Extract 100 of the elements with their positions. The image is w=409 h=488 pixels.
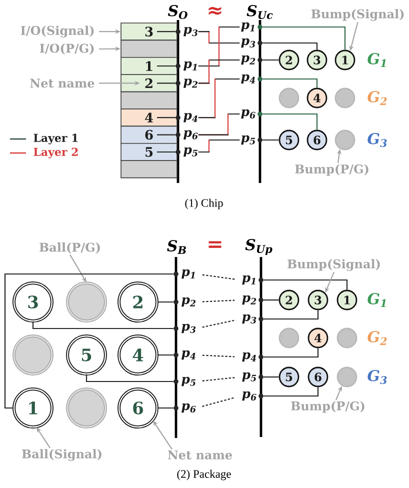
io-cell: 5 [120, 143, 178, 161]
routing-wire [198, 78, 240, 118]
wire [262, 26, 346, 50]
bump-circle [336, 328, 358, 348]
wire [32, 321, 174, 330]
pin-label: p$_{4}$ [242, 352, 256, 362]
wire [86, 374, 174, 382]
mapping-line [202, 377, 235, 382]
pin-label: p$_{2}$ [241, 55, 256, 65]
bump-circle [334, 88, 356, 108]
pin-label: p$_{6}$ [182, 403, 196, 413]
wire [157, 354, 174, 356]
wire [264, 299, 279, 301]
wire [264, 348, 319, 358]
pin-label: p$_{1}$ [184, 61, 197, 71]
io-cell [120, 40, 178, 58]
wire [264, 310, 319, 320]
side-label: S$_{Uc}$ [246, 5, 273, 19]
bump-circle [336, 366, 358, 388]
pin-label: p$_{1}$ [242, 275, 256, 285]
pin-label: p$_{4}$ [182, 350, 196, 360]
ball-circle [66, 388, 107, 428]
group-label: G$_{1}$ [368, 53, 386, 67]
side-label: S$_{Up}$ [245, 239, 272, 255]
io-cell [120, 91, 178, 110]
mapping-line [202, 300, 235, 302]
wire [262, 113, 318, 130]
callout-label: I/O(P/G) [40, 44, 94, 54]
wire [157, 82, 176, 84]
wire [264, 376, 279, 378]
side-label: S$_{O}$ [168, 4, 188, 20]
group-label: G$_{3}$ [368, 132, 387, 148]
wire [264, 387, 319, 397]
pin-label: p$_{3}$ [241, 38, 256, 48]
io-cell: 1 [120, 57, 178, 75]
wire [262, 59, 279, 61]
pin-label: p$_{2}$ [182, 297, 196, 307]
pin-label: p$_{1}$ [182, 269, 195, 279]
wire [157, 151, 176, 153]
wire [157, 134, 176, 136]
wire [157, 65, 176, 67]
pin-label: p$_{6}$ [242, 391, 256, 401]
wire [157, 301, 174, 303]
pin-label: p$_{1}$ [241, 22, 254, 32]
wire [157, 31, 176, 32]
subfigure-caption: (2) Package [177, 470, 231, 480]
callout-label: I/O(Signal) [20, 26, 94, 38]
routing-wire [198, 113, 240, 136]
subfigure-caption: (1) Chip [185, 198, 223, 210]
wire [4, 273, 174, 409]
io-cell: 6 [120, 126, 178, 144]
callout-label: Bump(Signal) [311, 9, 404, 21]
pin-label: p$_{6}$ [241, 109, 256, 119]
group-label: G$_{3}$ [368, 370, 387, 384]
wire [262, 139, 279, 141]
io-cell: 3 [120, 22, 178, 41]
callout-label: Ball(P/G) [40, 242, 100, 254]
equals-symbol: = [208, 241, 222, 248]
pin-label: p$_{3}$ [182, 324, 196, 334]
side-label: S$_{B}$ [167, 240, 186, 254]
group-label: G$_{1}$ [368, 293, 386, 307]
bump-circle [278, 88, 300, 108]
routing-wire [198, 31, 240, 44]
routing-wire [198, 26, 240, 67]
pin-label: p$_{5}$ [182, 376, 196, 386]
routing-wire [198, 59, 240, 84]
io-cell: 4 [120, 108, 178, 127]
wire [157, 117, 176, 118]
pin-label: p$_{6}$ [184, 130, 198, 140]
ball-circle [12, 334, 54, 376]
callout-label: Net name [30, 78, 94, 88]
pin-label: p$_{5}$ [184, 147, 198, 157]
callout-label: Bump(Signal) [288, 259, 380, 271]
wire [157, 407, 174, 409]
wire [262, 78, 318, 88]
callout-label: Ball(Signal) [22, 449, 102, 461]
mapping-line [202, 354, 235, 358]
pin-label: p$_{4}$ [241, 74, 256, 84]
approx-symbol: ≈ [208, 6, 222, 15]
legend-label: Layer 2 [34, 148, 78, 158]
pin-label: p$_{3}$ [184, 26, 198, 36]
legend-label: Layer 1 [34, 134, 78, 144]
callout-label: Bump(P/G) [291, 401, 364, 413]
wire [262, 42, 318, 50]
mapping-line [202, 397, 235, 407]
wire [264, 279, 348, 290]
io-cell [120, 160, 178, 178]
pin-label: p$_{5}$ [241, 135, 256, 145]
pin-label: p$_{2}$ [184, 78, 198, 88]
ball-circle [66, 282, 107, 322]
bump-circle [334, 130, 356, 150]
io-cell: 2 [120, 74, 178, 92]
pin-label: p$_{2}$ [242, 295, 256, 305]
pin-label: p$_{5}$ [242, 372, 256, 382]
bump-circle [278, 328, 300, 348]
callout-label: Net name [168, 450, 232, 460]
pin-label: p$_{3}$ [242, 314, 256, 324]
callout-label: Bump(P/G) [295, 164, 368, 176]
routing-wire [198, 139, 240, 153]
group-label: G$_{2}$ [368, 91, 387, 105]
